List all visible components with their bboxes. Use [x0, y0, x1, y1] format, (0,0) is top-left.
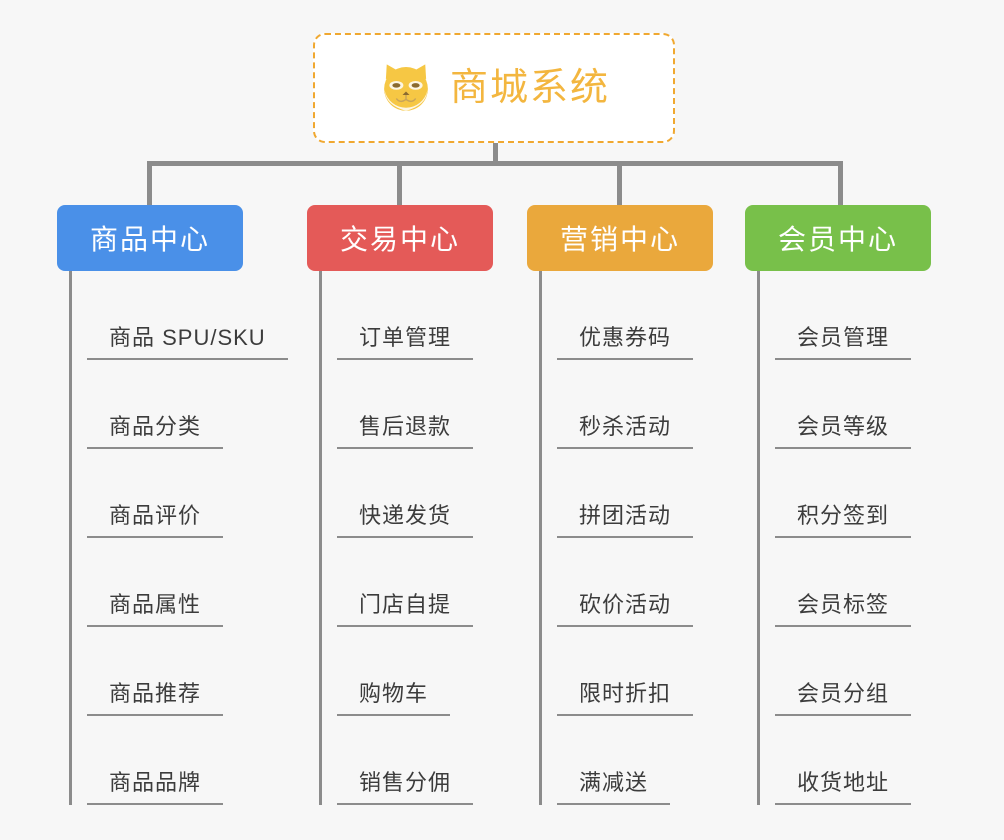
connector-root-stem: [493, 143, 498, 165]
list-item[interactable]: 销售分佣: [337, 716, 493, 805]
connector-drop-3: [617, 161, 622, 209]
list-item[interactable]: 商品评价: [87, 449, 243, 538]
list-item[interactable]: 满减送: [557, 716, 713, 805]
root-node[interactable]: 商城系统: [313, 33, 675, 143]
list-item-label: 优惠券码: [557, 320, 694, 360]
list-item[interactable]: 会员等级: [775, 360, 931, 449]
list-item-label: 商品评价: [87, 498, 224, 538]
branch-column-3: 营销中心 优惠券码 秒杀活动 拼团活动 砍价活动 限时折扣 满减送: [527, 205, 713, 805]
connector-horizontal-bus: [147, 161, 843, 166]
list-item[interactable]: 门店自提: [337, 538, 493, 627]
list-item-label: 拼团活动: [557, 498, 694, 538]
list-item[interactable]: 商品分类: [87, 360, 243, 449]
list-item[interactable]: 会员分组: [775, 627, 931, 716]
branch-header-label-1: 商品中心: [89, 224, 210, 255]
list-item-label: 订单管理: [337, 320, 474, 360]
list-item[interactable]: 售后退款: [337, 360, 493, 449]
list-item-label: 会员标签: [775, 587, 912, 627]
branch-header-1[interactable]: 商品中心: [57, 205, 243, 271]
list-item[interactable]: 收货地址: [775, 716, 931, 805]
list-item-label: 会员管理: [775, 320, 912, 360]
connector-drop-2: [397, 161, 402, 209]
list-item-label: 满减送: [557, 765, 671, 805]
branch-column-2: 交易中心 订单管理 售后退款 快递发货 门店自提 购物车 销售分佣: [307, 205, 493, 805]
list-item-label: 商品属性: [87, 587, 224, 627]
branch-header-label-3: 营销中心: [559, 224, 680, 255]
list-item-label: 门店自提: [337, 587, 474, 627]
branch-items-1: 商品 SPU/SKU 商品分类 商品评价 商品属性 商品推荐 商品品牌: [69, 271, 288, 805]
list-item[interactable]: 快递发货: [337, 449, 493, 538]
connector-drop-4: [838, 161, 843, 209]
list-item-label: 商品推荐: [87, 676, 224, 716]
list-item[interactable]: 砍价活动: [557, 538, 713, 627]
list-item-label: 会员等级: [775, 409, 912, 449]
list-item-label: 砍价活动: [557, 587, 694, 627]
list-item[interactable]: 购物车: [337, 627, 493, 716]
list-item-label: 商品 SPU/SKU: [87, 320, 288, 360]
branch-header-4[interactable]: 会员中心: [745, 205, 931, 271]
root-title: 商城系统: [449, 67, 610, 109]
branch-header-label-2: 交易中心: [339, 224, 460, 255]
list-item[interactable]: 订单管理: [337, 271, 493, 360]
list-item[interactable]: 会员管理: [775, 271, 931, 360]
list-item-label: 购物车: [337, 676, 451, 716]
branch-header-label-4: 会员中心: [777, 224, 898, 255]
list-item-label: 会员分组: [775, 676, 912, 716]
branch-items-2: 订单管理 售后退款 快递发货 门店自提 购物车 销售分佣: [319, 271, 493, 805]
list-item-label: 积分签到: [775, 498, 912, 538]
list-item[interactable]: 优惠券码: [557, 271, 713, 360]
shiba-dog-icon: [384, 64, 428, 111]
branch-items-3: 优惠券码 秒杀活动 拼团活动 砍价活动 限时折扣 满减送: [539, 271, 713, 805]
branch-items-4: 会员管理 会员等级 积分签到 会员标签 会员分组 收货地址: [757, 271, 931, 805]
list-item-label: 销售分佣: [337, 765, 474, 805]
connector-drop-1: [147, 161, 152, 209]
branch-header-2[interactable]: 交易中心: [307, 205, 493, 271]
list-item[interactable]: 商品属性: [87, 538, 243, 627]
list-item-label: 收货地址: [775, 765, 912, 805]
branch-column-4: 会员中心 会员管理 会员等级 积分签到 会员标签 会员分组 收货地址: [745, 205, 931, 805]
list-item-label: 售后退款: [337, 409, 474, 449]
list-item-label: 快递发货: [337, 498, 474, 538]
list-item-label: 商品分类: [87, 409, 224, 449]
list-item[interactable]: 秒杀活动: [557, 360, 713, 449]
list-item[interactable]: 限时折扣: [557, 627, 713, 716]
branch-column-1: 商品中心 商品 SPU/SKU 商品分类 商品评价 商品属性 商品推荐 商品品牌: [57, 205, 288, 805]
list-item[interactable]: 会员标签: [775, 538, 931, 627]
list-item[interactable]: 商品 SPU/SKU: [87, 271, 288, 360]
list-item[interactable]: 积分签到: [775, 449, 931, 538]
list-item-label: 限时折扣: [557, 676, 694, 716]
branch-header-3[interactable]: 营销中心: [527, 205, 713, 271]
list-item-label: 秒杀活动: [557, 409, 694, 449]
list-item[interactable]: 商品推荐: [87, 627, 243, 716]
list-item[interactable]: 拼团活动: [557, 449, 713, 538]
list-item[interactable]: 商品品牌: [87, 716, 243, 805]
list-item-label: 商品品牌: [87, 765, 224, 805]
